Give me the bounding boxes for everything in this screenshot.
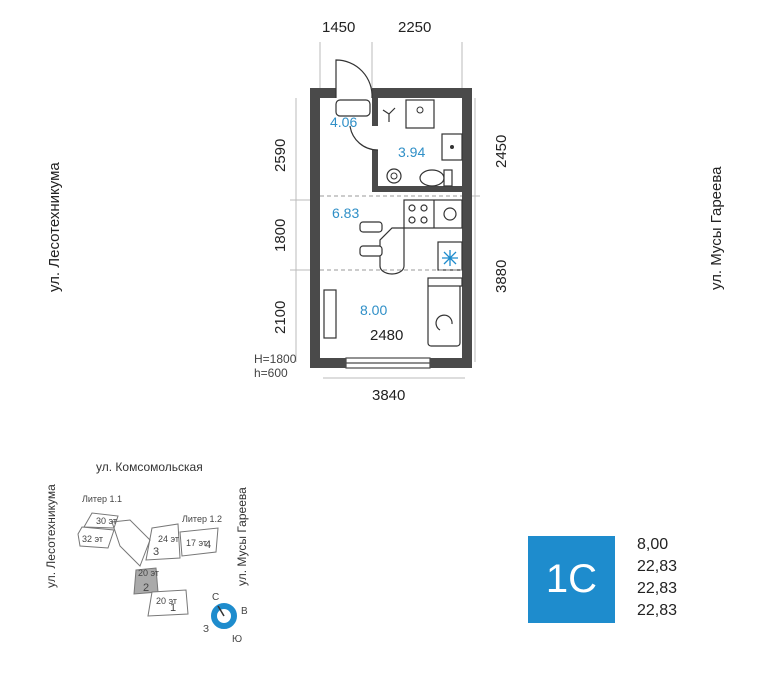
- floors-24: 24 эт: [158, 534, 180, 544]
- compass-north: С: [212, 592, 220, 603]
- site-street-top: ул. Комсомольская: [96, 460, 203, 474]
- site-street-right: ул. Мусы Гареева: [235, 487, 249, 586]
- floors-32: 32 эт: [82, 534, 104, 544]
- compass-west: З: [203, 624, 210, 635]
- room-area-bathroom: 3.94: [398, 144, 426, 160]
- room-area-living: 8.00: [360, 302, 388, 318]
- litera-1-1: Литер 1.1: [82, 494, 122, 504]
- window-sill: h=600: [254, 366, 288, 380]
- street-left: ул. Лесотехникума: [46, 162, 63, 292]
- section-3: 3: [153, 546, 160, 558]
- dim-right-2: 3880: [493, 259, 510, 293]
- area-total-2: 22,83: [637, 580, 678, 597]
- floors-17: 17 эт: [186, 538, 208, 548]
- floors-30: 30 эт: [96, 516, 118, 526]
- floor-plan: [290, 42, 480, 379]
- litera-1-2: Литер 1.2: [182, 514, 222, 524]
- dim-right-1: 2450: [493, 134, 510, 168]
- site-street-left: ул. Лесотехникума: [44, 484, 58, 588]
- compass-east: В: [241, 606, 248, 617]
- area-total-3: 22,83: [637, 602, 678, 619]
- area-living: 8,00: [637, 536, 669, 553]
- window-height: H=1800: [254, 352, 297, 366]
- area-total: 22,83: [637, 558, 678, 575]
- dim-left-2: 1800: [272, 218, 289, 252]
- dim-bottom: 3840: [372, 387, 406, 404]
- section-2: 2: [143, 582, 150, 594]
- site-map: [77, 512, 237, 629]
- floors-20-a: 20 эт: [138, 568, 160, 578]
- section-1: 1: [170, 602, 177, 614]
- room-area-hall: 4.06: [330, 114, 358, 130]
- dim-inner: 2480: [370, 327, 404, 344]
- section-4: 4: [205, 539, 212, 551]
- room-area-kitchen: 6.83: [332, 205, 360, 221]
- compass-south: Ю: [232, 634, 243, 645]
- apartment-type-badge: 1С: [528, 536, 615, 623]
- dim-top-left: 1450: [322, 19, 356, 36]
- floors-20-b: 20 эт: [156, 596, 178, 606]
- street-right: ул. Мусы Гареева: [708, 166, 725, 291]
- dim-left-3: 2100: [272, 300, 289, 334]
- dim-top-right: 2250: [398, 19, 432, 36]
- area-list: 8,00 22,83 22,83 22,83: [637, 534, 677, 622]
- dim-left-1: 2590: [272, 138, 289, 172]
